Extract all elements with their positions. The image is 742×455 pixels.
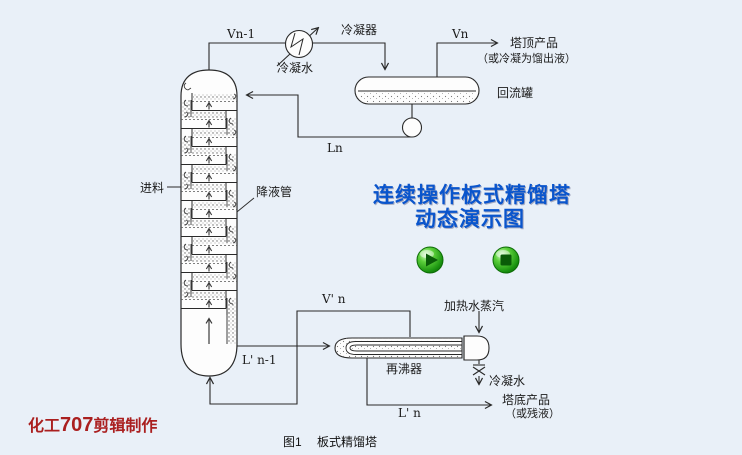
drum-liquid — [359, 92, 475, 102]
piping — [167, 28, 497, 405]
label-vn: Vn — [451, 27, 469, 41]
label-l-prime-n-1: L' n-1 — [242, 353, 277, 367]
label-feed: 进料 — [140, 181, 164, 195]
condenser-symbol — [284, 29, 314, 59]
label-ln: Ln — [327, 141, 343, 155]
figure-caption: 板式精馏塔 — [317, 435, 377, 449]
reflux-drum — [354, 76, 480, 105]
label-v-prime-n: V' n — [321, 292, 346, 306]
label-condensate-top: 冷凝水 — [277, 60, 313, 75]
reboiler-head — [463, 335, 490, 361]
reflux-pump — [401, 117, 423, 138]
title-line1: 连续操作板式精馏塔 — [373, 183, 571, 207]
column-trays — [181, 93, 237, 344]
label-bottom-product-note: （或残液） — [505, 406, 560, 420]
label-condenser: 冷凝器 — [341, 22, 377, 37]
label-vn-1: Vn-1 — [226, 27, 255, 41]
label-heating-steam: 加热水蒸汽 — [444, 298, 504, 313]
label-top-product: 塔顶产品 — [510, 36, 558, 50]
label-reflux-drum: 回流罐 — [497, 86, 533, 100]
vapor-curl-icon — [183, 82, 192, 91]
label-l-prime-n: L' n — [398, 406, 421, 420]
pipe-l-n-bottoms — [366, 358, 491, 405]
pipe-v-n-return — [210, 310, 411, 405]
label-bottom-product: 塔底产品 — [502, 392, 550, 407]
credit-text: 化工707剪辑制作 — [28, 414, 157, 436]
pipe-vn-distillate — [436, 43, 497, 77]
label-condensate-bottom: 冷凝水 — [489, 373, 525, 388]
label-top-product-note: （或冷凝为馏出液） — [477, 51, 576, 65]
stop-button[interactable] — [492, 246, 520, 274]
pipe-vn-1 — [208, 42, 285, 71]
play-icon — [426, 253, 438, 267]
label-downcomer: 降液管 — [256, 184, 292, 199]
pipe-condenser-to-drum — [312, 42, 386, 69]
figure-number: 图1 — [283, 435, 302, 449]
play-button[interactable] — [416, 246, 444, 274]
title-line2: 动态演示图 — [415, 207, 525, 231]
reboiler — [334, 335, 490, 361]
stop-icon — [500, 254, 512, 266]
title-block: 连续操作板式精馏塔 动态演示图 — [373, 183, 571, 231]
steam-trap-icon — [472, 366, 486, 376]
label-reboiler: 再沸器 — [386, 362, 422, 376]
reboiler-tube-bundle — [345, 341, 463, 355]
pipe-ln-reflux — [247, 95, 412, 138]
